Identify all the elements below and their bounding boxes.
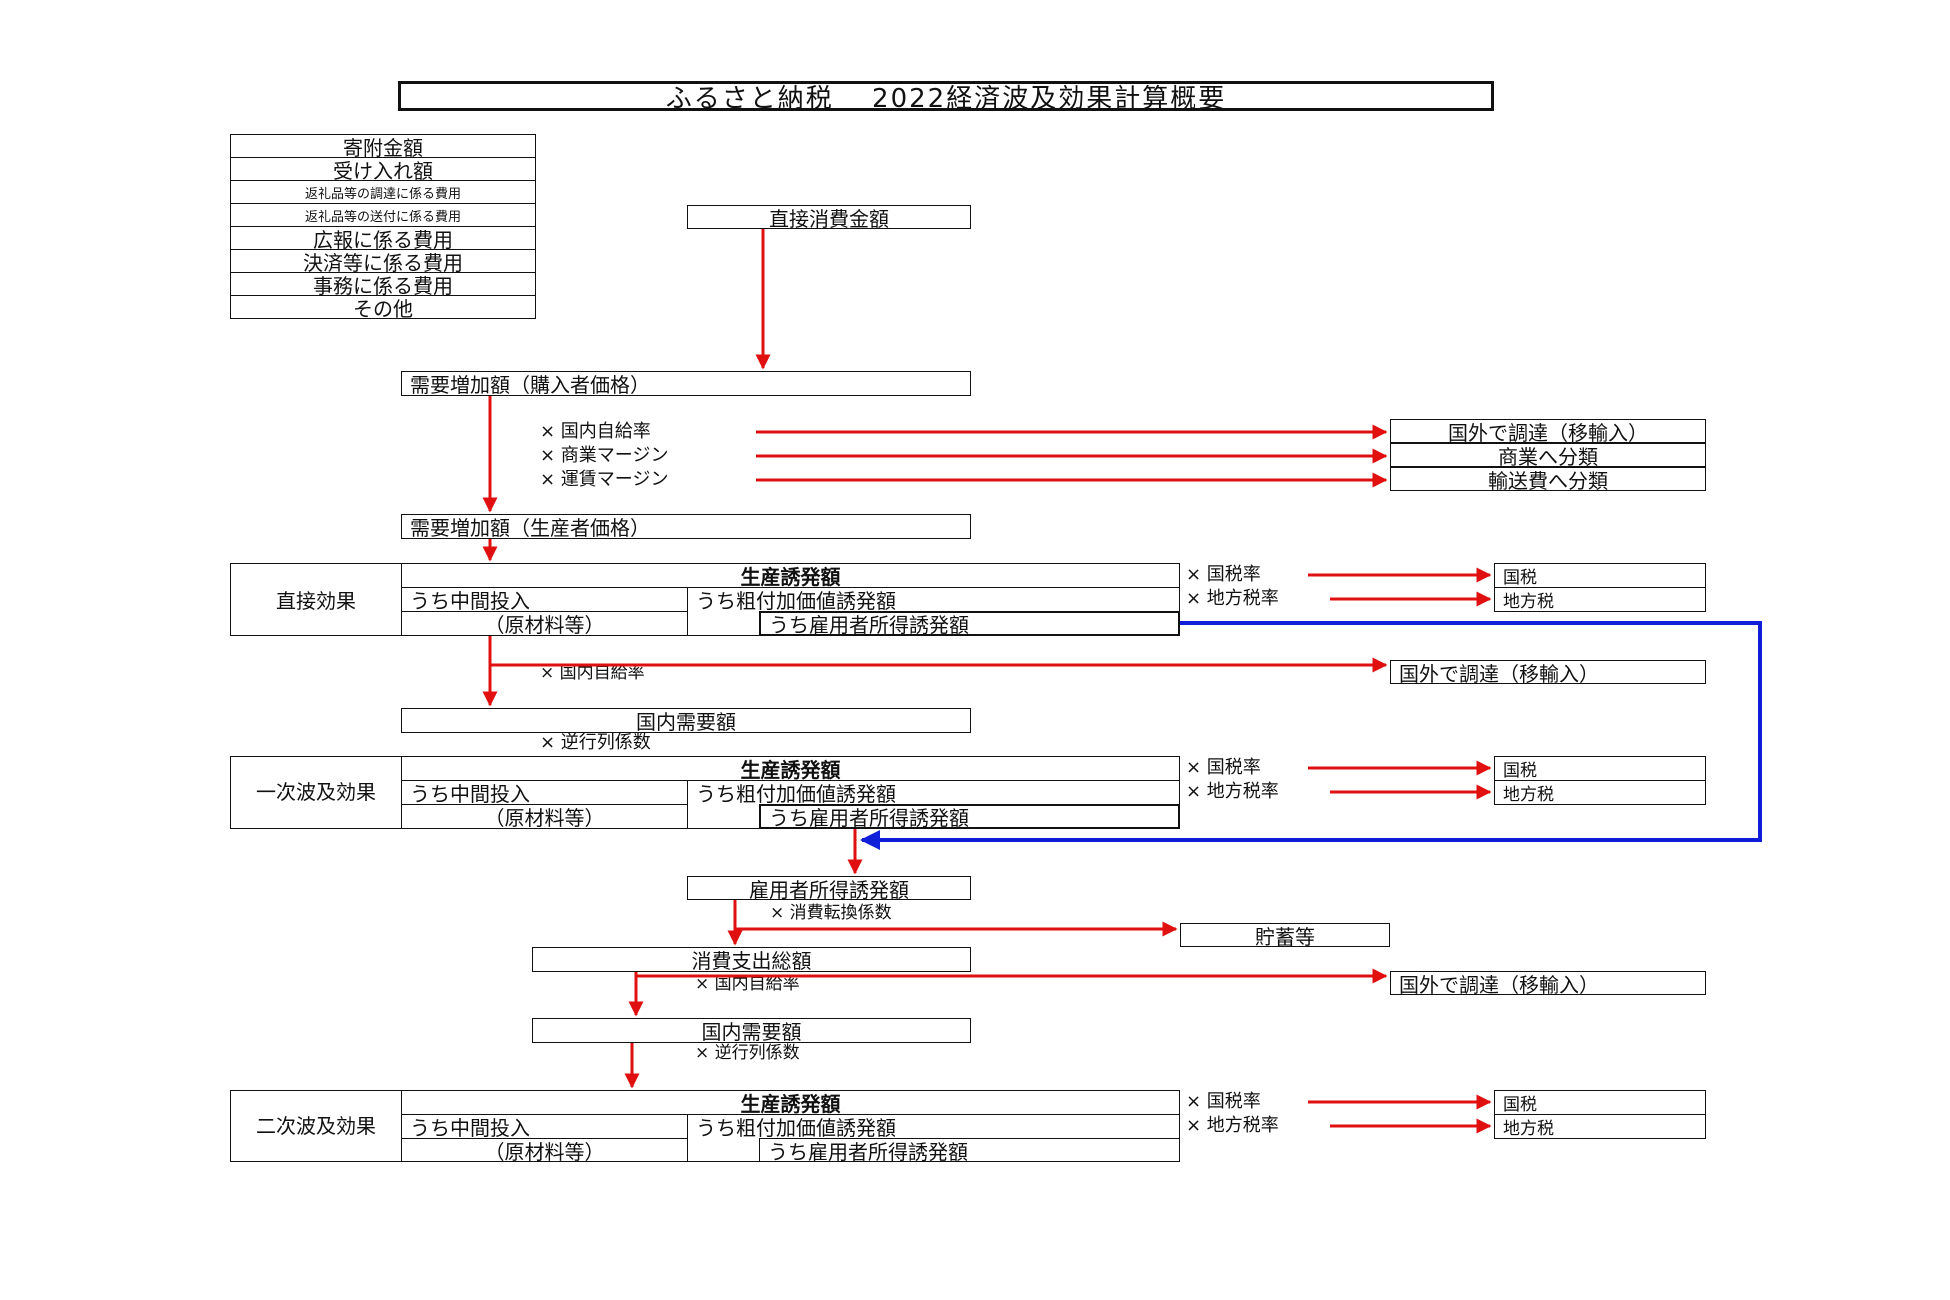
value-added-inducement: うち粗付加価値誘発額 <box>687 1114 1180 1139</box>
page-title: ふるさと納税 2022経済波及効果計算概要 <box>398 81 1494 114</box>
employee-income-inducement: うち雇用者所得誘発額 <box>759 611 1180 636</box>
import-box-2: 国外で調達（移輸入） <box>1390 660 1706 684</box>
national-tax-box: 国税 <box>1494 563 1706 588</box>
demand-purchaser-box: 需要増加額（購入者価格） <box>401 371 971 396</box>
consumption-total-box: 消費支出総額 <box>532 947 971 972</box>
national-tax-box: 国税 <box>1494 756 1706 781</box>
employee-income-inducement: うち雇用者所得誘発額 <box>759 1138 1180 1162</box>
intermediate-input: うち中間投入 <box>401 780 688 805</box>
expense-item: 返礼品等の調達に係る費用 <box>230 180 536 204</box>
expense-item: 受け入れ額 <box>230 157 536 181</box>
value-added-inducement: うち粗付加価値誘発額 <box>687 587 1180 612</box>
production-inducement: 生産誘発額 <box>401 756 1180 781</box>
expense-item: 決済等に係る費用 <box>230 249 536 273</box>
first-effect-label: 一次波及効果 <box>230 756 402 829</box>
expense-item: 返礼品等の送付に係る費用 <box>230 203 536 227</box>
local-tax-rate-label: × 地方税率 <box>1186 1115 1279 1136</box>
value-added-inducement: うち粗付加価値誘発額 <box>687 780 1180 805</box>
intermediate-input: うち中間投入 <box>401 1114 688 1139</box>
expense-item: 寄附金額 <box>230 134 536 158</box>
intermediate-input: うち中間投入 <box>401 587 688 612</box>
commercial-box: 商業へ分類 <box>1390 443 1706 467</box>
domestic-demand-box: 国内需要額 <box>401 708 971 733</box>
national-tax-box: 国税 <box>1494 1090 1706 1115</box>
transport-margin-label: × 運賃マージン <box>540 469 669 490</box>
raw-materials: （原材料等） <box>401 1138 688 1162</box>
expense-item: 広報に係る費用 <box>230 226 536 250</box>
expense-item: 事務に係る費用 <box>230 272 536 296</box>
self-sufficiency-label-2: × 国内自給率 <box>540 663 645 683</box>
commercial-margin-label: × 商業マージン <box>540 445 669 466</box>
raw-materials: （原材料等） <box>401 804 688 829</box>
consumption-conversion-label: × 消費転換係数 <box>770 903 892 923</box>
production-inducement: 生産誘発額 <box>401 563 1180 588</box>
second-effect-label: 二次波及効果 <box>230 1090 402 1162</box>
import-box: 国外で調達（移輸入） <box>1390 419 1706 443</box>
self-sufficiency-label-3: × 国内自給率 <box>695 974 800 994</box>
transport-box: 輸送費へ分類 <box>1390 467 1706 491</box>
employee-income-inducement: うち雇用者所得誘発額 <box>759 804 1180 829</box>
inverse-matrix-label: × 逆行列係数 <box>540 732 651 753</box>
local-tax-rate-label: × 地方税率 <box>1186 781 1279 802</box>
domestic-demand-box-2: 国内需要額 <box>532 1018 971 1043</box>
direct-effect-label: 直接効果 <box>230 563 402 636</box>
employee-income-total-box: 雇用者所得誘発額 <box>687 876 971 900</box>
raw-materials: （原材料等） <box>401 611 688 636</box>
savings-box: 貯蓄等 <box>1180 923 1390 947</box>
local-tax-box: 地方税 <box>1494 587 1706 612</box>
demand-producer-box: 需要増加額（生産者価格） <box>401 514 971 539</box>
local-tax-box: 地方税 <box>1494 780 1706 805</box>
local-tax-rate-label: × 地方税率 <box>1186 588 1279 609</box>
direct-consumption-box: 直接消費金額 <box>687 205 971 229</box>
self-sufficiency-label: × 国内自給率 <box>540 421 651 442</box>
expense-item: その他 <box>230 295 536 319</box>
inverse-matrix-label-2: × 逆行列係数 <box>695 1043 800 1063</box>
national-tax-rate-label: × 国税率 <box>1186 757 1261 778</box>
national-tax-rate-label: × 国税率 <box>1186 564 1261 585</box>
local-tax-box: 地方税 <box>1494 1114 1706 1139</box>
production-inducement: 生産誘発額 <box>401 1090 1180 1115</box>
national-tax-rate-label: × 国税率 <box>1186 1091 1261 1112</box>
import-box-3: 国外で調達（移輸入） <box>1390 971 1706 995</box>
